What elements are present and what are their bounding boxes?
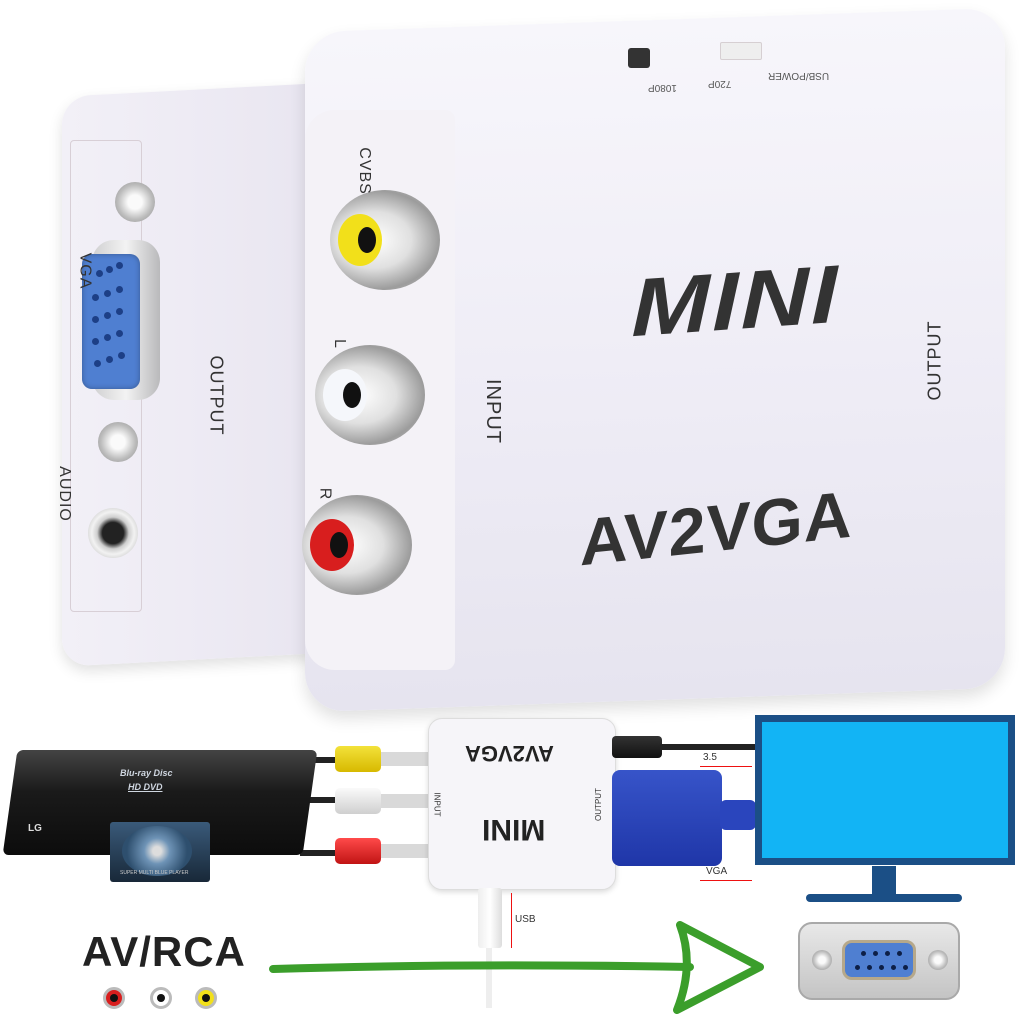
vga-cable-strain-relief (720, 800, 756, 830)
usb-power-label: USB/POWER (768, 70, 830, 81)
audio-cable-label: 3.5 (703, 752, 717, 763)
lg-brand-logo: LG (28, 823, 42, 834)
rca-label-cvbs: CVBS (355, 147, 373, 195)
monitor-icon (755, 715, 1015, 865)
connector-screw-left-icon (812, 950, 832, 970)
audio-3-5mm-plug (612, 736, 662, 758)
adapter-title: AV2VGA (465, 741, 554, 766)
rca-audio-right-port-icon (302, 495, 412, 595)
audio-callout-line (700, 766, 752, 767)
front-output-label: OUTPUT (924, 320, 945, 401)
audio-jack-icon (88, 508, 138, 558)
rca-audio-left-port-icon (315, 345, 425, 445)
rca-label-right: R (316, 487, 334, 501)
vga-port-label: VGA (76, 252, 94, 290)
front-input-label: INPUT (482, 379, 504, 444)
rca-plug-tip (381, 752, 429, 766)
usb-cable-plug (478, 888, 502, 948)
monitor-stand-neck (872, 866, 896, 896)
hddvd-logo-text: HD DVD (128, 782, 163, 792)
switch-label-1080p: 1080P (648, 82, 677, 93)
disc-icon (122, 826, 192, 876)
audio-port-label: AUDIO (55, 466, 73, 522)
rca-plug-tip (381, 794, 429, 808)
resolution-switch (628, 48, 650, 68)
audio-right-cable (300, 850, 360, 856)
usb-callout-line (511, 893, 512, 948)
vga-cable-label: VGA (706, 866, 728, 877)
vga-cable-plug (612, 770, 722, 866)
usb-cable (486, 948, 492, 1008)
tray-label: SUPER MULTI BLUE PLAYER (120, 870, 189, 876)
white-rca-plug (335, 788, 381, 814)
yellow-rca-icon (195, 987, 217, 1009)
adapter-output-label: OUTPUT (593, 788, 603, 821)
arrow-right-icon (269, 921, 764, 1014)
bluray-logo-text: Blu-ray Disc (120, 768, 173, 778)
yellow-rca-plug (335, 746, 381, 772)
video-cable (300, 757, 360, 763)
av-rca-legend-title: AV/RCA (82, 928, 246, 975)
usb-power-port (720, 42, 762, 60)
vga-screw-bottom-icon (98, 422, 138, 462)
rca-video-port-icon (330, 190, 440, 290)
usb-cable-label: USB (515, 914, 536, 925)
audio-3-5mm-cable (660, 744, 760, 750)
white-rca-icon (150, 987, 172, 1009)
vga-screw-top-icon (115, 182, 155, 222)
red-rca-plug (335, 838, 381, 864)
red-rca-icon (103, 987, 125, 1009)
rca-label-left: L (330, 339, 348, 349)
monitor-stand-base (806, 894, 962, 902)
adapter-badge: MINI (482, 813, 546, 846)
switch-label-720p: 720P (708, 78, 732, 89)
adapter-input-label: INPUT (432, 792, 442, 817)
audio-left-cable (300, 797, 360, 803)
back-output-label: OUTPUT (206, 355, 227, 436)
vga-callout-line (700, 880, 752, 881)
vga-port-icon (82, 254, 140, 389)
product-badge-mini: MINI (631, 248, 840, 355)
rca-plug-tip (381, 844, 429, 858)
connector-face (842, 940, 916, 980)
connector-screw-right-icon (928, 950, 948, 970)
